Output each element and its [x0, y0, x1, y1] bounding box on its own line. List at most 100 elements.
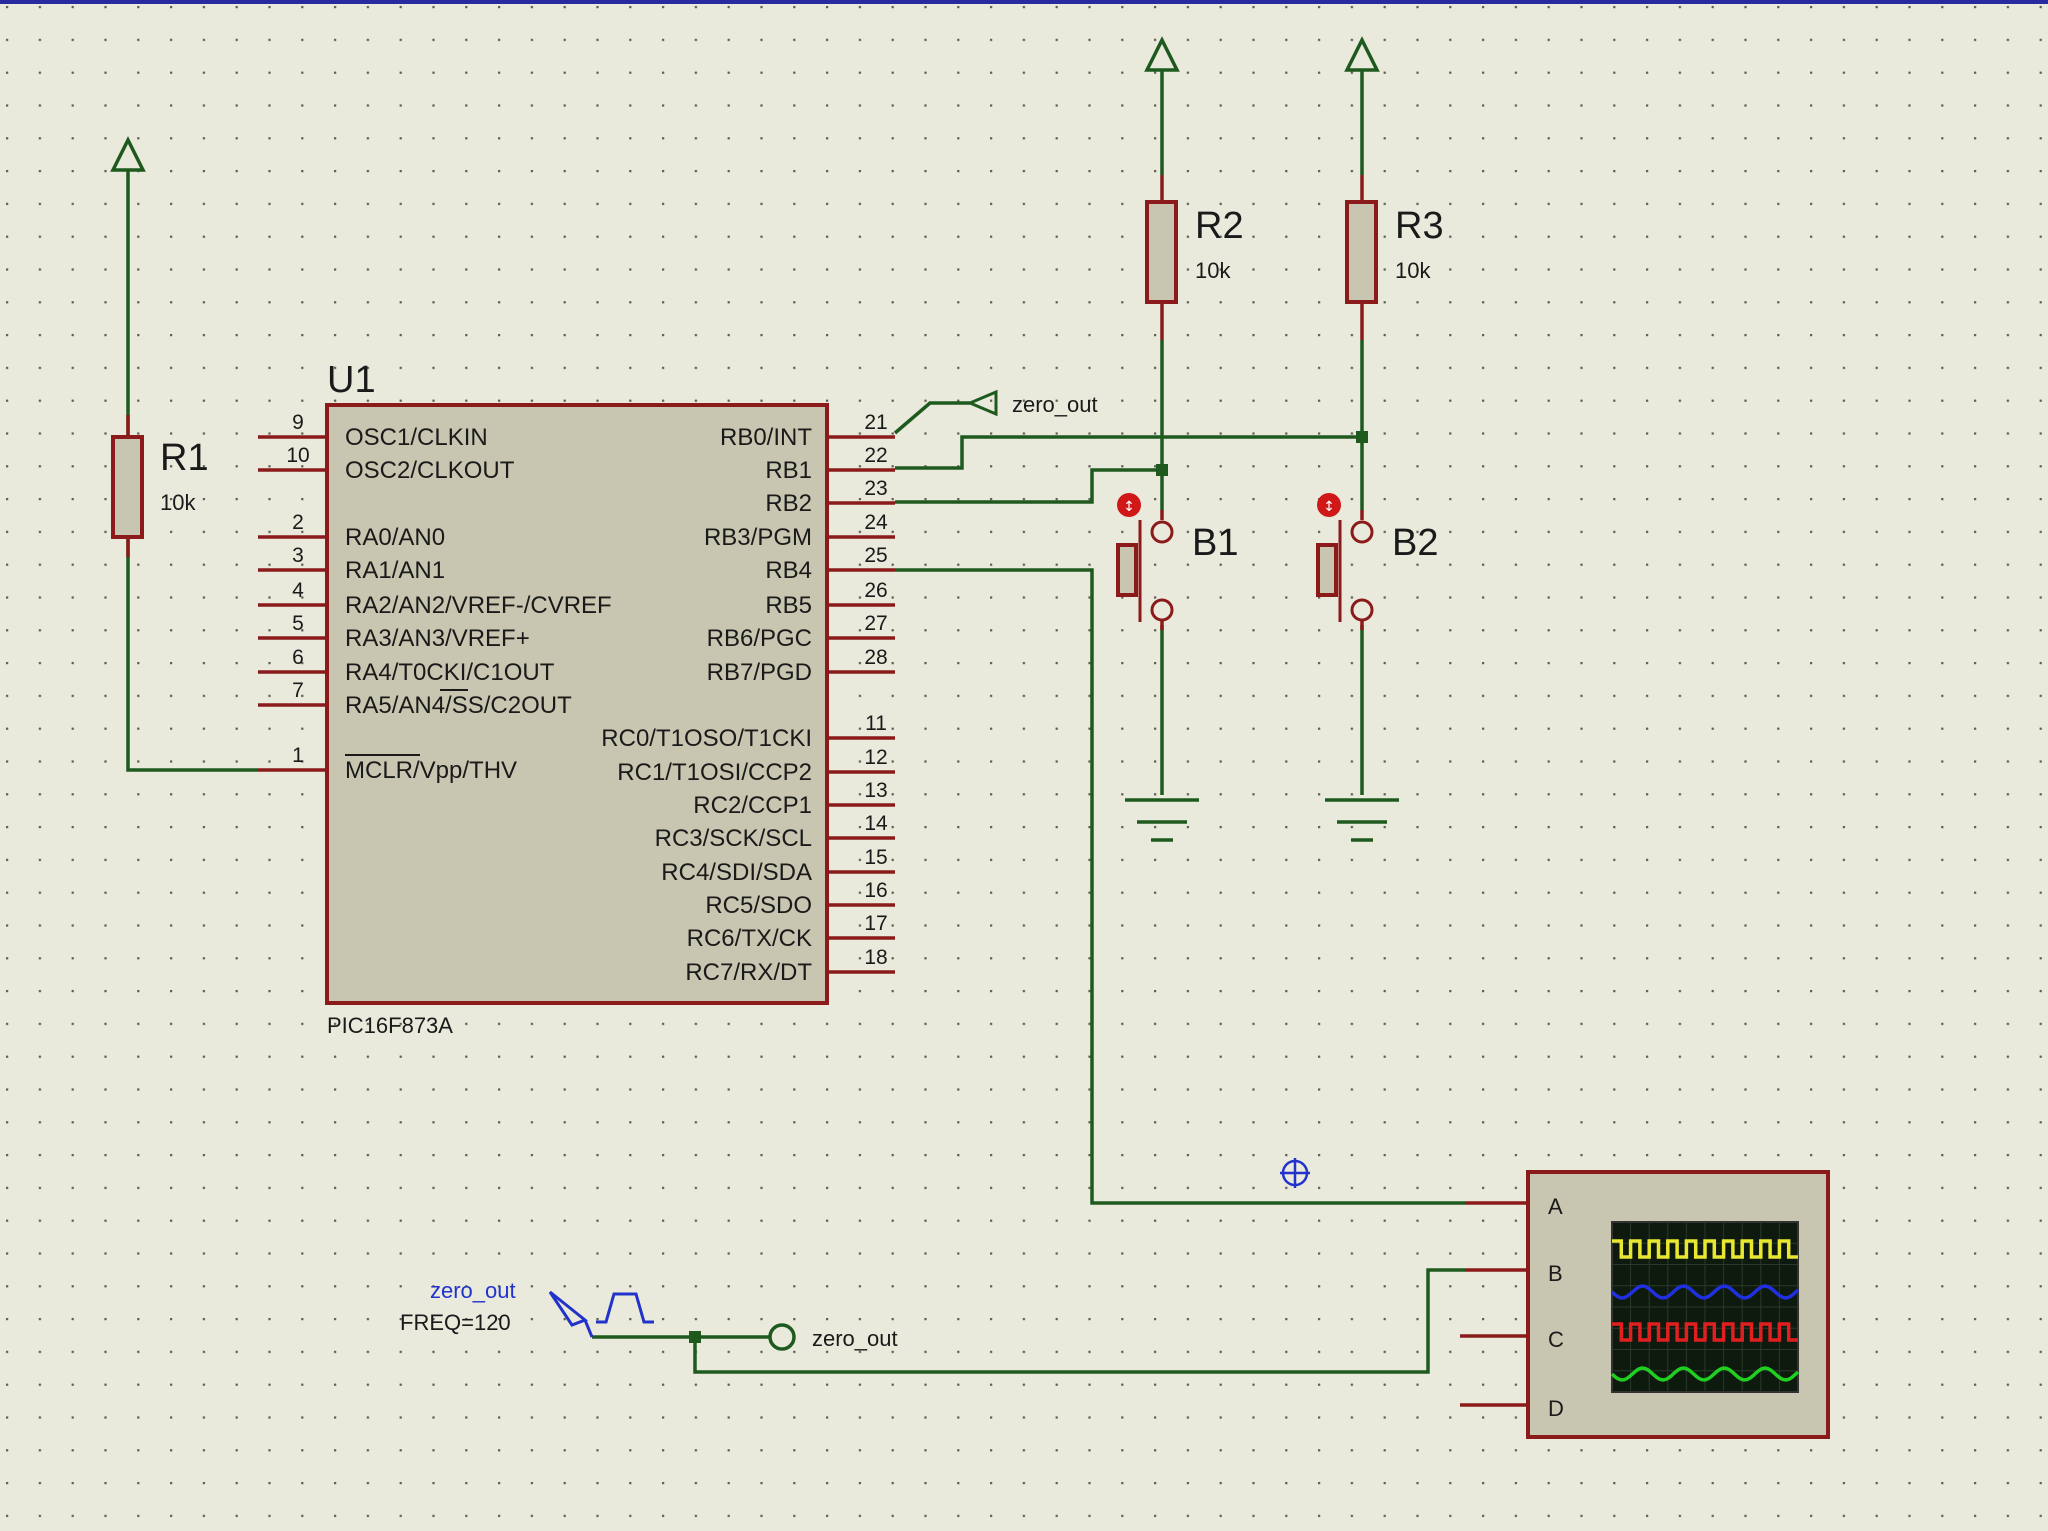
wire-rb2 [895, 468, 1162, 504]
ic-pin-name: RA2/AN2/VREF-/CVREF [345, 592, 612, 619]
ground-b1[interactable] [1125, 798, 1199, 842]
power-terminal-r3[interactable] [1344, 36, 1380, 72]
ic-pin-number: 22 [864, 444, 887, 467]
scope-trace-b [1610, 1284, 1800, 1300]
ic-pin-name: MCLR/Vpp/THV [345, 757, 517, 784]
svg-text:↕: ↕ [1123, 499, 1135, 515]
ic-pin-number: 27 [864, 612, 887, 635]
ic-pin-name: RA1/AN1 [345, 557, 445, 584]
resistor-r3-ref: R3 [1395, 205, 1444, 247]
resistor-r2-ref: R2 [1195, 205, 1244, 247]
ic-pin-number: 21 [864, 411, 887, 434]
junctions [689, 431, 1368, 1343]
ic-pin-number: 13 [864, 779, 887, 802]
ic-pin-name: RB0/INT [720, 424, 812, 451]
ic-pin-name: RB1 [765, 457, 812, 484]
ic-pin-name: RB7/PGD [707, 659, 812, 686]
ic-pin-name: RB2 [765, 490, 812, 517]
ic-pin-number: 24 [864, 511, 888, 534]
ic-pin-name: OSC2/CLKOUT [345, 457, 515, 484]
wires [126, 70, 1465, 1374]
generator-freq: FREQ=120 [400, 1310, 511, 1335]
pushbutton-b2-actuator[interactable] [1317, 493, 1341, 517]
ic-pin-number: 3 [292, 544, 304, 567]
ic-pin-number: 11 [865, 712, 887, 735]
ic-pin-name: RA0/AN0 [345, 524, 445, 551]
pushbutton-b1-actuator[interactable] [1117, 493, 1141, 517]
ic-pin-number: 15 [864, 846, 887, 869]
ic-pin-name: RC5/SDO [705, 892, 812, 919]
pulse-icon [596, 1292, 654, 1324]
ic-pin-number: 2 [292, 511, 304, 534]
wire-rb1 [895, 435, 1362, 470]
scope-trace-c [1612, 1322, 1798, 1342]
resistor-r2[interactable]: R2 10k [1145, 175, 1244, 340]
ic-ref: U1 [327, 359, 376, 401]
ic-pin-name: RA4/T0CKI/C1OUT [345, 659, 555, 686]
resistor-r3[interactable]: R3 10k [1345, 175, 1444, 340]
ic-pin-number: 9 [292, 411, 304, 434]
power-terminal-r1[interactable] [110, 136, 146, 175]
window-top-border [0, 0, 2048, 4]
microcontroller-u1[interactable]: U1 PIC16F873A 9OSC1/CLKIN10OSC2/CLKOUT2R… [258, 359, 895, 1038]
pulse-generator[interactable]: zero_out FREQ=120 [400, 1278, 654, 1338]
ic-left-pins: 9OSC1/CLKIN10OSC2/CLKOUT2RA0/AN03RA1/AN1… [258, 411, 612, 784]
ic-pin-number: 17 [864, 912, 887, 935]
power-terminal-r2[interactable] [1144, 36, 1180, 72]
voltage-probe-zero-out[interactable]: zero_out [768, 1323, 898, 1351]
wire-rb4-scope-a [895, 568, 1465, 1205]
scope-channel-a: A [1548, 1194, 1563, 1219]
wire-gen-scope-b [693, 1268, 1465, 1374]
net-terminal-zero-out[interactable]: zero_out [966, 389, 1098, 417]
ic-pin-number: 18 [864, 946, 887, 969]
scope-channel-d: D [1548, 1396, 1564, 1421]
oscilloscope[interactable]: A B C D [1460, 1170, 1830, 1439]
ic-part: PIC16F873A [327, 1013, 453, 1038]
ic-pin-number: 4 [292, 579, 304, 602]
voltage-probe-label: zero_out [812, 1326, 898, 1351]
resistor-r3-value: 10k [1395, 258, 1431, 283]
pushbutton-b2-ref: B2 [1392, 522, 1438, 564]
resistor-r1[interactable]: R1 10k [111, 415, 209, 557]
svg-text:↕: ↕ [1323, 499, 1335, 515]
pushbutton-b1[interactable]: ↕ B1 [1116, 493, 1238, 630]
resistor-r2-value: 10k [1195, 258, 1231, 283]
ic-pin-number: 16 [864, 879, 887, 902]
net-terminal-zero-out-label: zero_out [1012, 392, 1098, 417]
ic-pin-name: RC0/T1OSO/T1CKI [601, 725, 812, 752]
resistor-r1-value: 10k [160, 490, 196, 515]
ic-pin-name: RC2/CCP1 [693, 792, 812, 819]
pushbutton-b2[interactable]: ↕ B2 [1316, 493, 1438, 630]
scope-channel-b: B [1548, 1261, 1563, 1286]
generator-name: zero_out [430, 1278, 516, 1303]
ic-pin-name: RB6/PGC [707, 625, 812, 652]
ground-b2[interactable] [1325, 798, 1399, 842]
ic-pin-name: RA3/AN3/VREF+ [345, 625, 530, 652]
